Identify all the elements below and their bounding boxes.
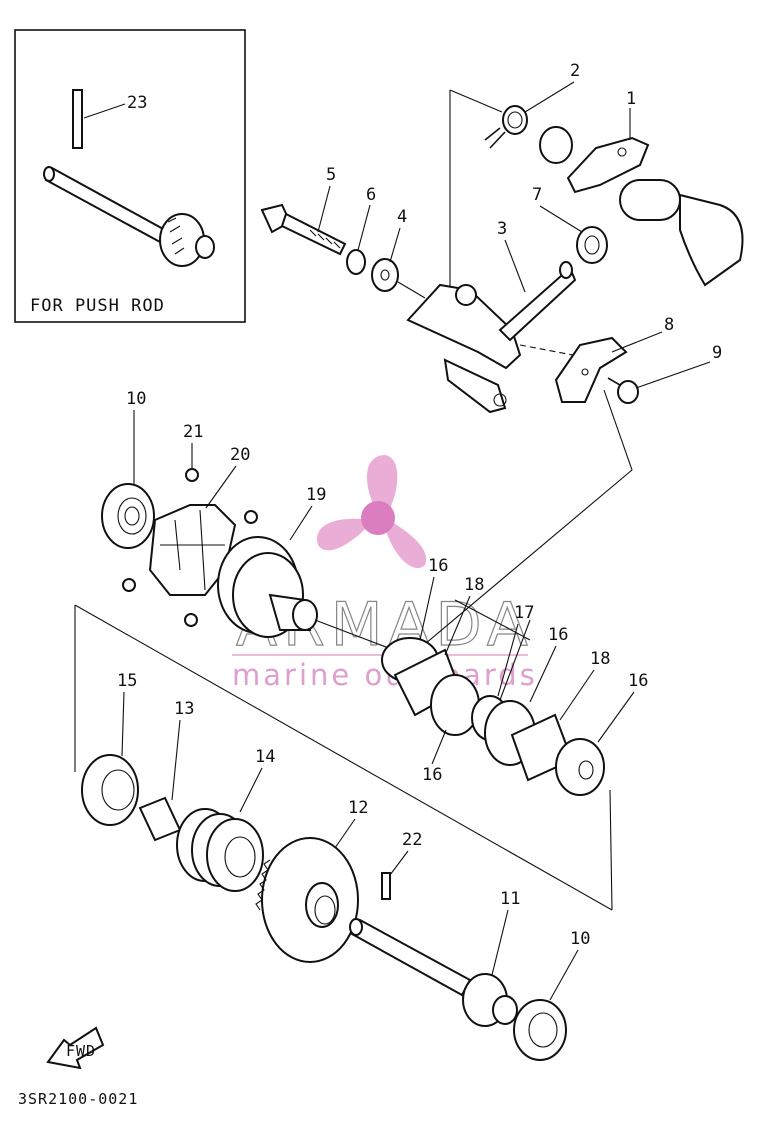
callout-10-bottom: 10 bbox=[570, 929, 590, 949]
balls-21 bbox=[122, 468, 258, 627]
callout-17: 17 bbox=[514, 603, 534, 623]
callout-9: 9 bbox=[712, 343, 722, 363]
callout-19: 19 bbox=[306, 485, 326, 505]
callout-16c: 16 bbox=[628, 671, 648, 691]
pin-22 bbox=[381, 872, 391, 900]
callout-23: 23 bbox=[127, 93, 147, 113]
callouts: 1 2 3 4 5 6 7 8 9 10 10 11 12 13 14 15 1… bbox=[117, 61, 722, 1001]
link-3 bbox=[406, 261, 577, 414]
callout-4: 4 bbox=[397, 207, 407, 227]
callout-1: 1 bbox=[626, 89, 636, 109]
callout-12: 12 bbox=[348, 798, 368, 818]
gear-12 bbox=[255, 837, 359, 963]
housing bbox=[539, 126, 744, 287]
screw-9 bbox=[607, 377, 639, 404]
callout-8: 8 bbox=[664, 315, 674, 335]
middle-assembly bbox=[101, 468, 613, 911]
leader-23 bbox=[83, 103, 126, 119]
fwd-arrow-icon: FWD bbox=[46, 1026, 105, 1070]
washer-16b bbox=[430, 674, 480, 736]
inset-caption: FOR PUSH ROD bbox=[30, 296, 165, 316]
callout-11: 11 bbox=[500, 889, 520, 909]
callout-22: 22 bbox=[402, 830, 422, 850]
callout-5: 5 bbox=[326, 165, 336, 185]
callout-16b: 16 bbox=[548, 625, 568, 645]
lever-1 bbox=[566, 136, 650, 194]
fwd-label: FWD bbox=[66, 1042, 96, 1060]
washer-6 bbox=[346, 249, 366, 275]
callout-20: 20 bbox=[230, 445, 250, 465]
pin-23 bbox=[72, 89, 83, 149]
diagram-code: 3SR2100-0021 bbox=[18, 1090, 138, 1108]
callout-18b: 18 bbox=[590, 649, 610, 669]
callout-6: 6 bbox=[366, 185, 376, 205]
callout-16d: 16 bbox=[422, 765, 442, 785]
lower-assembly: FWD 3SR2100-0021 bbox=[18, 604, 613, 1108]
callout-2: 2 bbox=[570, 61, 580, 81]
propeller-icon bbox=[317, 455, 427, 569]
callout-21: 21 bbox=[183, 422, 203, 442]
inset-push-rod: 23 FOR PUSH ROD bbox=[14, 29, 246, 323]
callout-15: 15 bbox=[117, 671, 137, 691]
spring-14 bbox=[176, 808, 264, 892]
sleeve-13 bbox=[138, 796, 182, 842]
shaft-11 bbox=[349, 918, 518, 1027]
inset-frame bbox=[14, 29, 246, 323]
spring-2 bbox=[484, 105, 528, 149]
callout-18a: 18 bbox=[464, 575, 484, 595]
clutch-19 bbox=[217, 536, 421, 661]
callout-7: 7 bbox=[532, 185, 542, 205]
upper-assembly bbox=[260, 89, 744, 666]
callout-10-top: 10 bbox=[126, 389, 146, 409]
bearing-10-bottom bbox=[513, 999, 567, 1061]
callout-13: 13 bbox=[174, 699, 194, 719]
bearing-15 bbox=[81, 754, 139, 826]
push-rod bbox=[43, 166, 215, 267]
washer-4 bbox=[371, 258, 399, 292]
callout-3: 3 bbox=[497, 219, 507, 239]
collar-7 bbox=[576, 226, 608, 264]
callout-16a: 16 bbox=[428, 556, 448, 576]
bracket-8 bbox=[554, 336, 628, 403]
callout-14: 14 bbox=[255, 747, 275, 767]
bearing-10-top bbox=[101, 483, 155, 549]
bolt-5 bbox=[260, 203, 347, 256]
washer-16d bbox=[555, 738, 605, 796]
